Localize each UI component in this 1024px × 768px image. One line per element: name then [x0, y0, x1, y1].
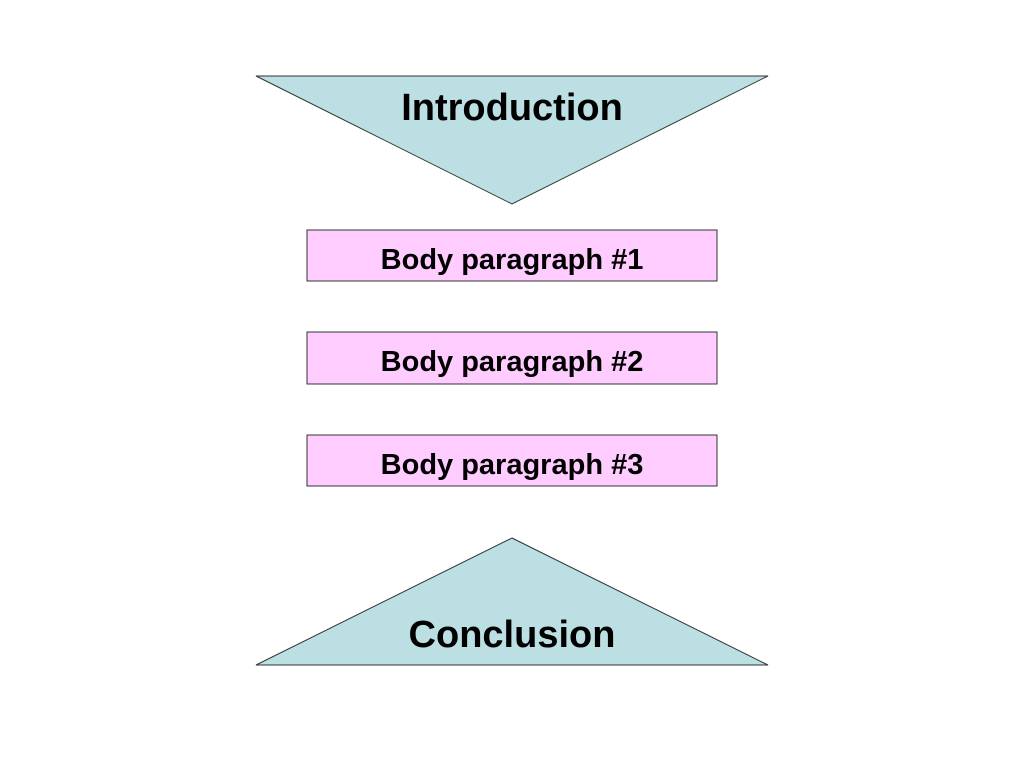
introduction-label: Introduction [401, 87, 623, 129]
body-paragraph-1-label: Body paragraph #1 [381, 244, 644, 276]
body-paragraph-2-group: Body paragraph #2 [306, 331, 718, 385]
body-paragraph-3-group: Body paragraph #3 [306, 434, 718, 487]
body-paragraph-1-group: Body paragraph #1 [306, 229, 718, 282]
introduction-shape-group: Introduction [255, 75, 769, 205]
body-paragraph-2-box [306, 331, 718, 385]
body-paragraph-2-label: Body paragraph #2 [381, 346, 644, 378]
conclusion-triangle [255, 537, 769, 666]
conclusion-label: Conclusion [409, 614, 616, 656]
conclusion-shape-group: Conclusion [255, 537, 769, 666]
introduction-triangle [255, 75, 769, 205]
body-paragraph-3-box [306, 434, 718, 487]
body-paragraph-1-box [306, 229, 718, 282]
body-paragraph-3-label: Body paragraph #3 [381, 449, 644, 481]
